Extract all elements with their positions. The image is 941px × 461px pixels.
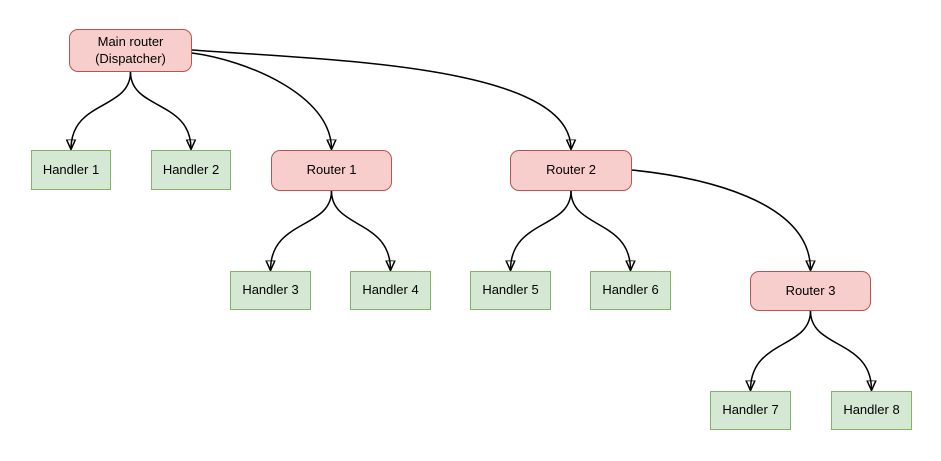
- node-label: Handler 1: [42, 161, 100, 177]
- node-handler-5: Handler 5: [470, 271, 551, 310]
- edge-main-to-router1: [191, 52, 332, 149]
- node-label: Handler 3: [242, 282, 299, 298]
- node-router-2: Router 2: [510, 150, 632, 191]
- node-handler-4: Handler 4: [350, 271, 431, 310]
- node-label: Handler 7: [722, 402, 779, 418]
- node-label: Router 2: [546, 162, 596, 178]
- node-label: Handler 5: [482, 282, 539, 298]
- node-router-1: Router 1: [271, 150, 392, 191]
- edge-router3-to-handler8: [809, 310, 872, 390]
- edge-router1-to-handler4: [330, 190, 391, 270]
- edge-router3-to-handler7: [751, 310, 812, 390]
- edge-main-to-router2: [191, 49, 571, 149]
- edge-router2-to-handler6: [570, 190, 631, 270]
- node-handler-7: Handler 7: [710, 391, 791, 430]
- node-handler-6: Handler 6: [590, 271, 671, 310]
- node-label: Handler 8: [843, 402, 900, 418]
- node-main-router: Main router (Dispatcher): [69, 29, 192, 72]
- edge-router2-to-router3: [631, 169, 811, 270]
- node-label: Router 3: [785, 282, 836, 298]
- node-handler-3: Handler 3: [230, 271, 311, 310]
- edge-main-to-handler2: [129, 71, 192, 149]
- node-label: Router 1: [306, 162, 357, 178]
- node-handler-2: Handler 2: [151, 150, 231, 190]
- node-handler-8: Handler 8: [831, 391, 912, 430]
- edge-router1-to-handler3: [271, 190, 333, 270]
- node-label: Main router (Dispatcher): [95, 33, 166, 66]
- node-router-3: Router 3: [750, 271, 871, 311]
- edge-router2-to-handler5: [511, 190, 572, 270]
- edge-main-to-handler1: [71, 71, 132, 149]
- node-label: Handler 4: [362, 282, 419, 298]
- node-handler-1: Handler 1: [31, 150, 111, 190]
- node-label: Handler 6: [602, 282, 659, 298]
- node-label: Handler 2: [162, 161, 220, 177]
